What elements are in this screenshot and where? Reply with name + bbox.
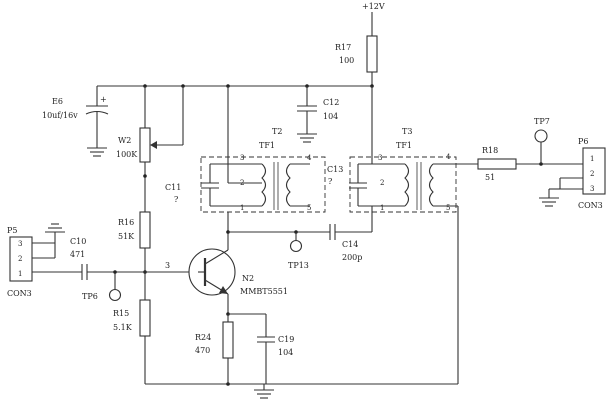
potentiometer-w2: W2 100K xyxy=(116,86,184,212)
r18-value: 51 xyxy=(485,173,495,182)
r24-ref: R24 xyxy=(195,333,211,342)
c11-value: ? xyxy=(174,195,178,204)
e6-plus: + xyxy=(100,95,107,104)
p5-pin1: 1 xyxy=(18,270,22,278)
connector-p5: 3 2 1 P5 CON3 xyxy=(7,223,82,298)
e6-value: 10uf/16v xyxy=(42,111,78,120)
t3-pin3: 3 xyxy=(378,154,382,162)
q-value: MMBT5551 xyxy=(240,287,288,296)
tp13-label: TP13 xyxy=(288,261,309,270)
c13-ref: C13 xyxy=(327,165,343,174)
resistor-r15: R15 5.1K xyxy=(113,299,151,384)
t3-pin1: 1 xyxy=(380,204,384,212)
connector-p6: 1 2 3 P6 CON3 xyxy=(539,137,606,210)
test-point-tp6: TP6 xyxy=(82,270,122,302)
p5-pin3: 3 xyxy=(18,240,22,248)
base-node-label: 3 xyxy=(165,261,170,270)
r15-ref: R15 xyxy=(113,309,129,318)
t2-pin2: 2 xyxy=(240,179,244,187)
t2-tf: TF1 xyxy=(259,141,275,150)
resistor-r24: R24 470 xyxy=(195,314,234,384)
t2-pin3: 3 xyxy=(240,154,244,162)
c14-value: 200p xyxy=(342,253,362,262)
p6-pin3: 3 xyxy=(590,185,594,193)
t3-tf: TF1 xyxy=(396,141,412,150)
capacitor-c10: C10 471 xyxy=(70,237,145,280)
r17-value: 100 xyxy=(339,56,354,65)
transformer-t2: 3 2 1 4 5 T2 TF1 xyxy=(200,127,326,213)
w2-value: 100K xyxy=(116,150,138,159)
tp7-label: TP7 xyxy=(534,117,550,126)
c19-ref: C19 xyxy=(278,335,294,344)
resistor-r17 xyxy=(366,35,378,73)
capacitor-c14: C14 200p xyxy=(329,224,372,262)
p6-pin1: 1 xyxy=(590,155,594,163)
p6-type: CON3 xyxy=(578,201,603,210)
e6-ref: E6 xyxy=(52,97,63,106)
c12-ref: C12 xyxy=(323,98,339,107)
c10-ref: C10 xyxy=(70,237,86,246)
capacitor-c19: C19 104 xyxy=(257,314,294,384)
supply-label: +12V xyxy=(362,2,385,11)
t2-ref: T2 xyxy=(272,127,282,136)
capacitor-e6: + E6 10uf/16v xyxy=(42,86,109,157)
tp6-label: TP6 xyxy=(82,292,98,301)
r16-value: 51K xyxy=(118,232,135,241)
c14-ref: C14 xyxy=(342,240,358,249)
c11-ref: C11 xyxy=(165,183,181,192)
r18-ref: R18 xyxy=(482,146,498,155)
c13-value: ? xyxy=(328,177,332,186)
transformer-t3: 3 2 1 4 5 T3 TF1 xyxy=(349,127,458,213)
r24-value: 470 xyxy=(195,346,210,355)
r16-ref: R16 xyxy=(118,218,134,227)
c12-value: 104 xyxy=(323,112,338,121)
test-point-tp7: TP7 xyxy=(534,117,550,164)
t3-pin5: 5 xyxy=(446,204,450,212)
t3-ref: T3 xyxy=(402,127,412,136)
test-point-tp13: TP13 xyxy=(288,230,309,270)
transistor-n2: N2 MMBT5551 xyxy=(188,230,288,314)
capacitor-c12: C12 104 xyxy=(297,86,339,143)
t2-pin4: 4 xyxy=(307,154,312,162)
p5-type: CON3 xyxy=(7,289,32,298)
r15-value: 5.1K xyxy=(113,323,133,332)
w2-ref: W2 xyxy=(118,136,131,145)
supply-rail: +12V R17 100 xyxy=(335,2,385,86)
c10-value: 471 xyxy=(70,250,85,259)
r17-ref: R17 xyxy=(335,43,351,52)
t3-pin2: 2 xyxy=(380,179,384,187)
q-ref: N2 xyxy=(242,274,254,283)
p5-ref: P5 xyxy=(7,226,17,235)
p6-pin2: 2 xyxy=(590,170,594,178)
t2-pin5: 5 xyxy=(307,204,311,212)
c19-value: 104 xyxy=(278,348,293,357)
resistor-r18: R18 51 xyxy=(477,146,517,182)
t2-pin1: 1 xyxy=(240,204,244,212)
resistor-r16: R16 51K xyxy=(118,211,151,300)
t3-pin4: 4 xyxy=(446,153,451,161)
p6-ref: P6 xyxy=(578,137,588,146)
p5-pin2: 2 xyxy=(18,255,22,263)
